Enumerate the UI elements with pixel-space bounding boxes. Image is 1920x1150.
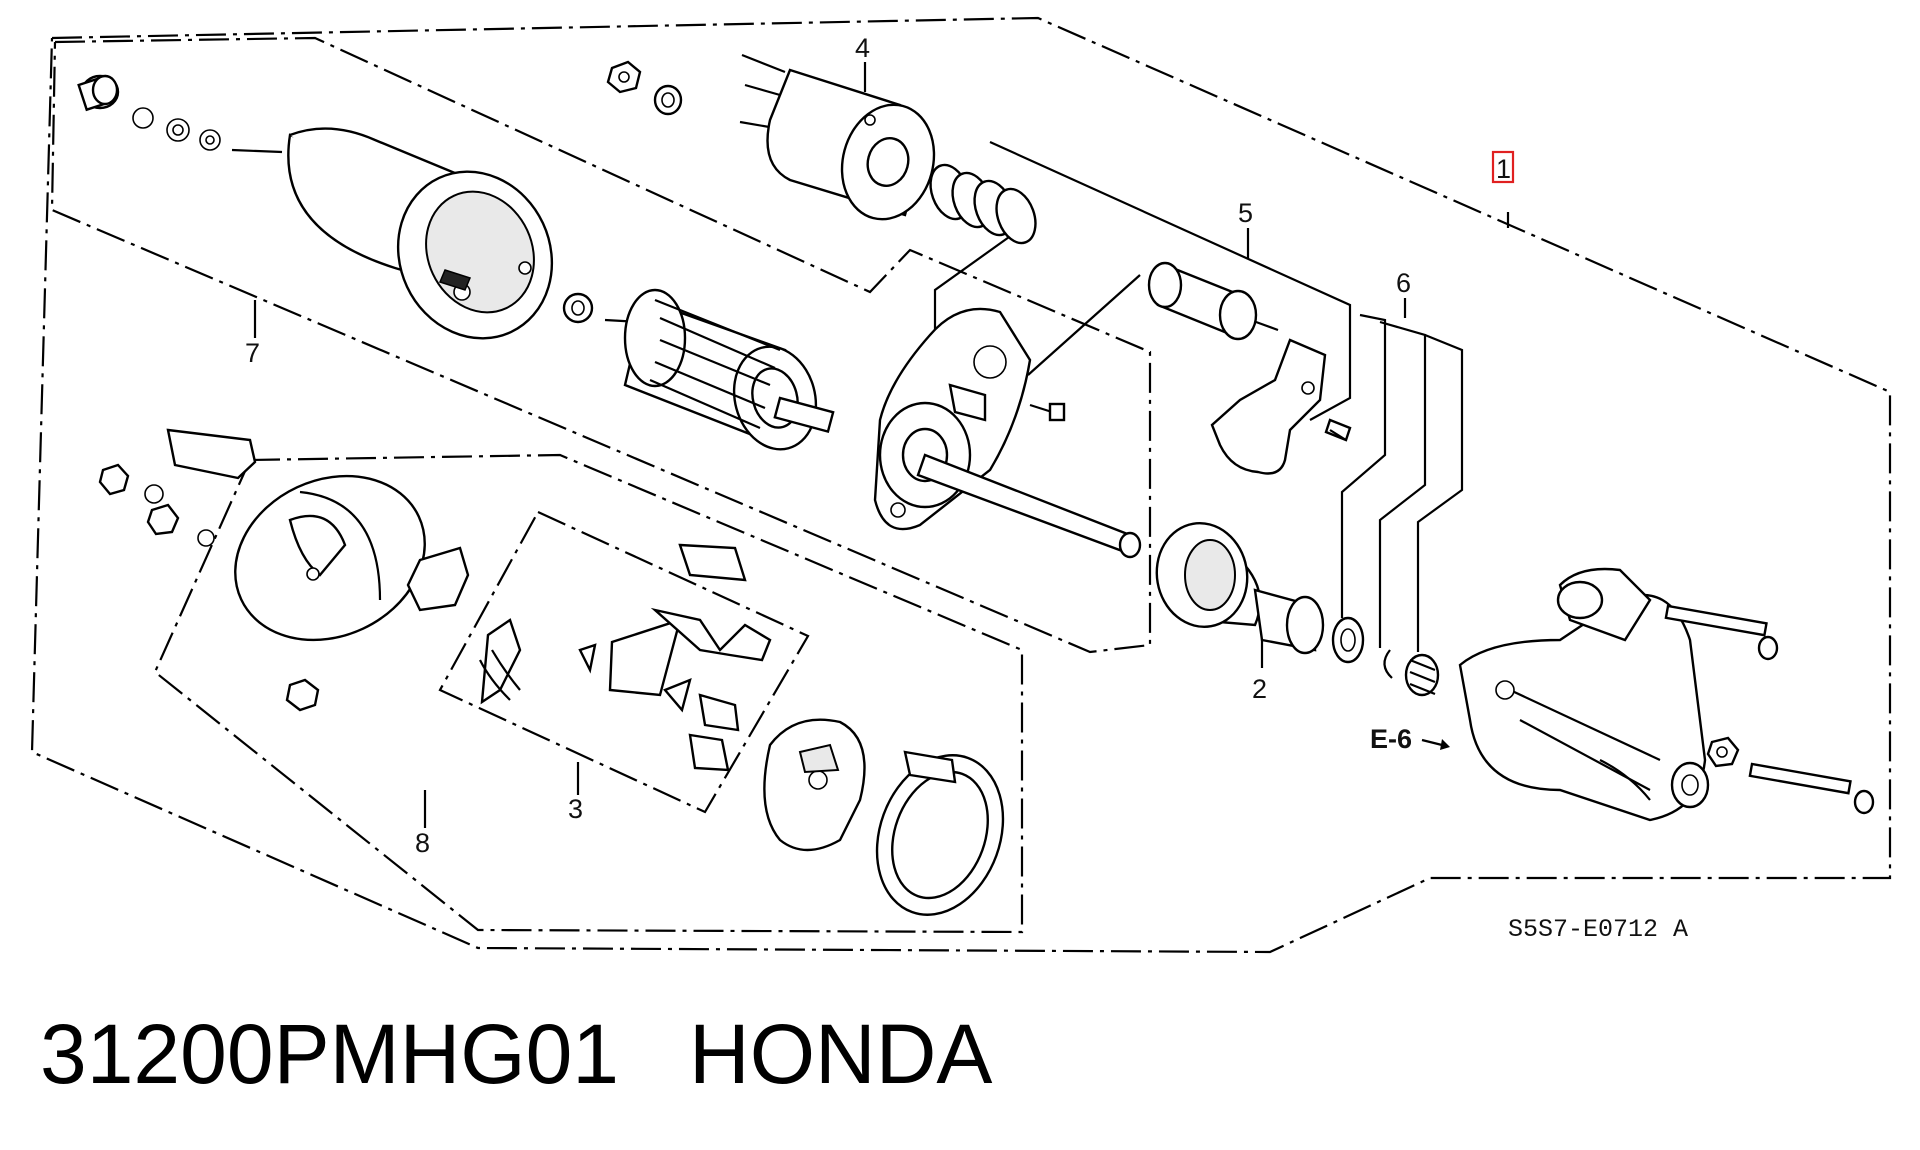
drive-housing-plate [873,307,1142,559]
rear-cover-hardware [98,428,257,547]
gear-cylinder [1147,261,1279,341]
brush-holder-plate [763,718,866,852]
solenoid-nut-washer [606,60,683,116]
group-6-leader-b [1378,320,1427,648]
callout-2: 2 [1252,674,1267,704]
callout-6: 6 [1396,268,1411,298]
part-number: 31200PMHG01 [40,1007,620,1101]
group-8-boundary [153,453,1024,934]
callout-1-highlight-box [1491,150,1515,184]
shift-lever [1210,338,1352,475]
callout-3: 3 [568,794,583,824]
plate-bolt [1029,402,1066,422]
section-reference-label: E-6 [1370,724,1412,754]
rear-end-cover [234,474,426,712]
rear-gasket-ring [875,750,1005,916]
callout-4: 4 [855,33,870,63]
pinion-clutch [1155,521,1325,655]
front-drive-housing [1458,567,1710,822]
plunger-spring [929,163,1037,245]
group-6-leader-a [1340,313,1387,618]
group-7-boundary [50,36,1152,654]
callout-7: 7 [245,338,260,368]
armature-washer [562,292,594,324]
group-5-leader-b [1027,274,1141,376]
callout-8: 8 [415,828,430,858]
group-6-leader-c [1416,333,1464,652]
footer-part-info: 31200PMHG01 HONDA [40,1012,992,1096]
group-3-boundary [438,510,810,814]
solenoid [739,53,936,221]
group-5-leader-a [933,221,1031,342]
section-ref-arrowhead [1440,739,1450,750]
yoke-housing [231,127,554,340]
brand-name: HONDA [689,1007,993,1101]
section-ref-arrow [1421,738,1443,747]
group-5-boundary [989,140,1352,421]
callout-1: 1 [1496,154,1511,184]
top-left-hardware [77,74,221,151]
bearing-and-clips [1331,616,1440,697]
brush-holder-components [406,543,772,772]
assembly-boundary-outline [30,16,1892,954]
callout-5: 5 [1238,198,1253,228]
drawing-code-label: S5S7-E0712 A [1508,915,1688,944]
through-bolts [1664,604,1875,815]
armature [604,288,835,451]
